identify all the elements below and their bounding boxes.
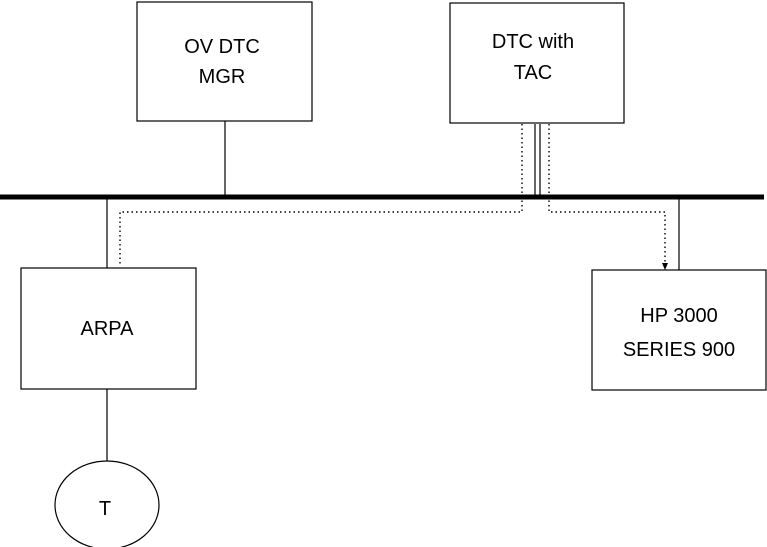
arpa-node[interactable]: ARPA xyxy=(20,267,197,390)
arpa-label: ARPA xyxy=(81,318,135,340)
dtc-with-tac-box xyxy=(449,2,625,124)
ov-dtc-mgr-node[interactable]: OV DTC MGR xyxy=(136,1,313,122)
terminal-label: T xyxy=(99,498,111,520)
arpa-box xyxy=(20,267,197,390)
hp3000-label-line2: SERIES 900 xyxy=(623,339,735,361)
dtc-with-tac-label-line2: TAC xyxy=(514,62,553,84)
hp3000-box xyxy=(591,269,767,391)
hp3000-label-line1: HP 3000 xyxy=(640,305,717,327)
terminal-ellipse xyxy=(54,460,160,547)
ov-dtc-mgr-box xyxy=(136,1,313,122)
ov-dtc-mgr-label-line1: OV DTC xyxy=(184,36,260,58)
ov-dtc-mgr-label-line2: MGR xyxy=(199,66,246,88)
dtc-with-tac-label-line1: DTC with xyxy=(492,31,574,53)
dtc-with-tac-node[interactable]: DTC with TAC xyxy=(449,2,625,124)
dtc-to-hp3000-arrowhead xyxy=(662,263,668,270)
dtc-to-hp3000-dotted-path xyxy=(548,124,666,266)
dtc-to-arpa-dotted-path xyxy=(119,124,523,266)
hp3000-node[interactable]: HP 3000 SERIES 900 xyxy=(591,269,767,391)
terminal-node[interactable]: T xyxy=(54,460,160,547)
